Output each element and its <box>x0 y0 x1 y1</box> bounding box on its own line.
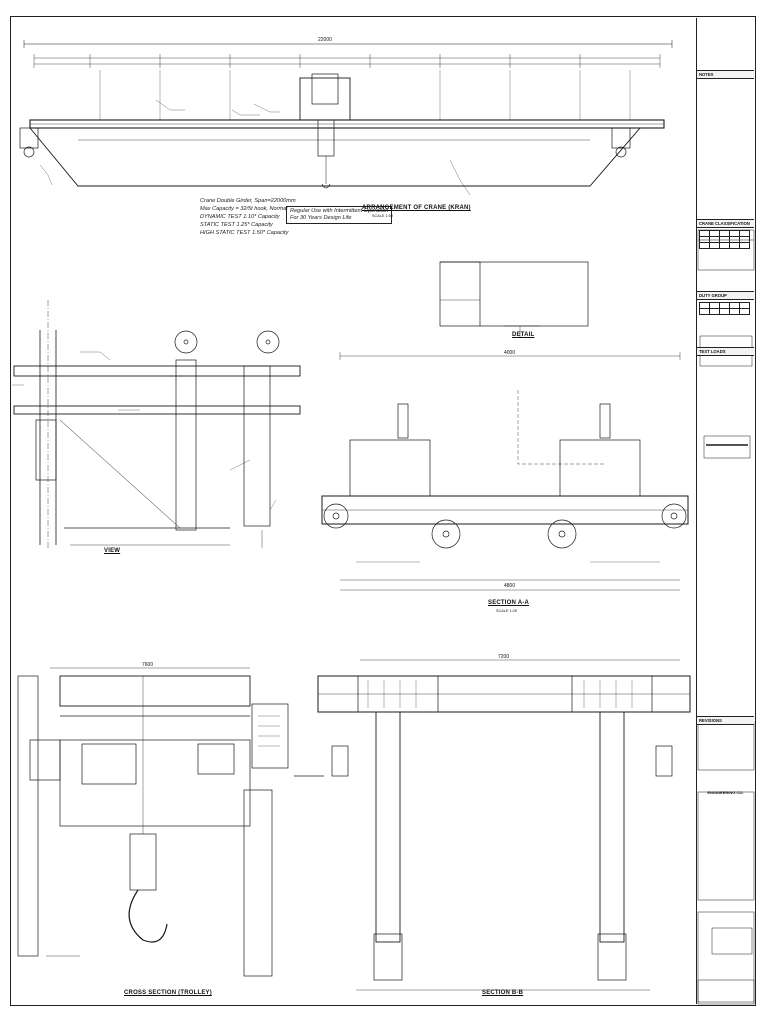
spec-note-5: HIGH STATIC TEST 1.50* Capacity <box>200 230 289 236</box>
sheet-border <box>10 16 756 1006</box>
design-note: Regular Use with Intermittent Operation … <box>286 206 393 224</box>
left-view-title: VIEW <box>104 548 121 554</box>
spec-note-2: Max Capacity = 32/5t hook, Normal <box>200 206 288 212</box>
cross-width-dim: 7600 <box>142 662 154 668</box>
detail-title: DETAIL <box>512 332 535 338</box>
design-note-line-1: Regular Use with Intermittent Operation <box>290 208 389 214</box>
spec-note-4: STATIC TEST 1.25* Capacity <box>200 222 273 228</box>
company-name: ENGINEERING CO. <box>707 791 744 795</box>
table1-header: CRANE CLASSIFICATION <box>697 219 754 228</box>
column-span-dim: 7200 <box>498 654 510 660</box>
cross-section-view <box>17 667 324 977</box>
detail-view <box>439 261 589 338</box>
table2-header: DUTY GROUP <box>697 291 754 300</box>
spec-note-3: DYNAMIC TEST 1.10* Capacity <box>200 214 280 220</box>
classification-table <box>699 230 750 249</box>
duty-table <box>699 302 750 315</box>
general-arrangement-view <box>19 40 673 196</box>
table3-header: TEST LOADS <box>697 347 754 356</box>
notes-header: NOTES <box>697 70 754 79</box>
section-a-title: SECTION A-A <box>488 600 529 606</box>
overall-span-dim: 22000 <box>318 37 332 43</box>
cross-section-title: CROSS SECTION (TROLLEY) <box>124 990 212 996</box>
section-b-view <box>317 659 691 991</box>
design-note-line-2: For 30 Years Design Life <box>290 215 352 221</box>
end-carriage-dim: 4800 <box>504 583 516 589</box>
general-arrangement-scale: SCALE 1:50 <box>372 214 393 218</box>
notes-body <box>697 79 754 219</box>
section-a-scale: SCALE 1:25 <box>496 609 517 613</box>
title-block-panel: NOTES CRANE CLASSIFICATION DUTY GROUP TE… <box>696 18 754 1004</box>
section-a-view <box>321 352 689 591</box>
revisions-header: REVISIONS <box>697 716 754 725</box>
spec-note-1: Crane Double Girder, Span=22000mm <box>200 198 296 204</box>
left-elevation-view <box>12 300 301 550</box>
section-b-title: SECTION B-B <box>482 990 524 996</box>
wheelbase-dim: 4000 <box>504 350 516 356</box>
general-arrangement-title: ARRANGEMENT OF CRANE (KRAN) <box>362 205 471 211</box>
